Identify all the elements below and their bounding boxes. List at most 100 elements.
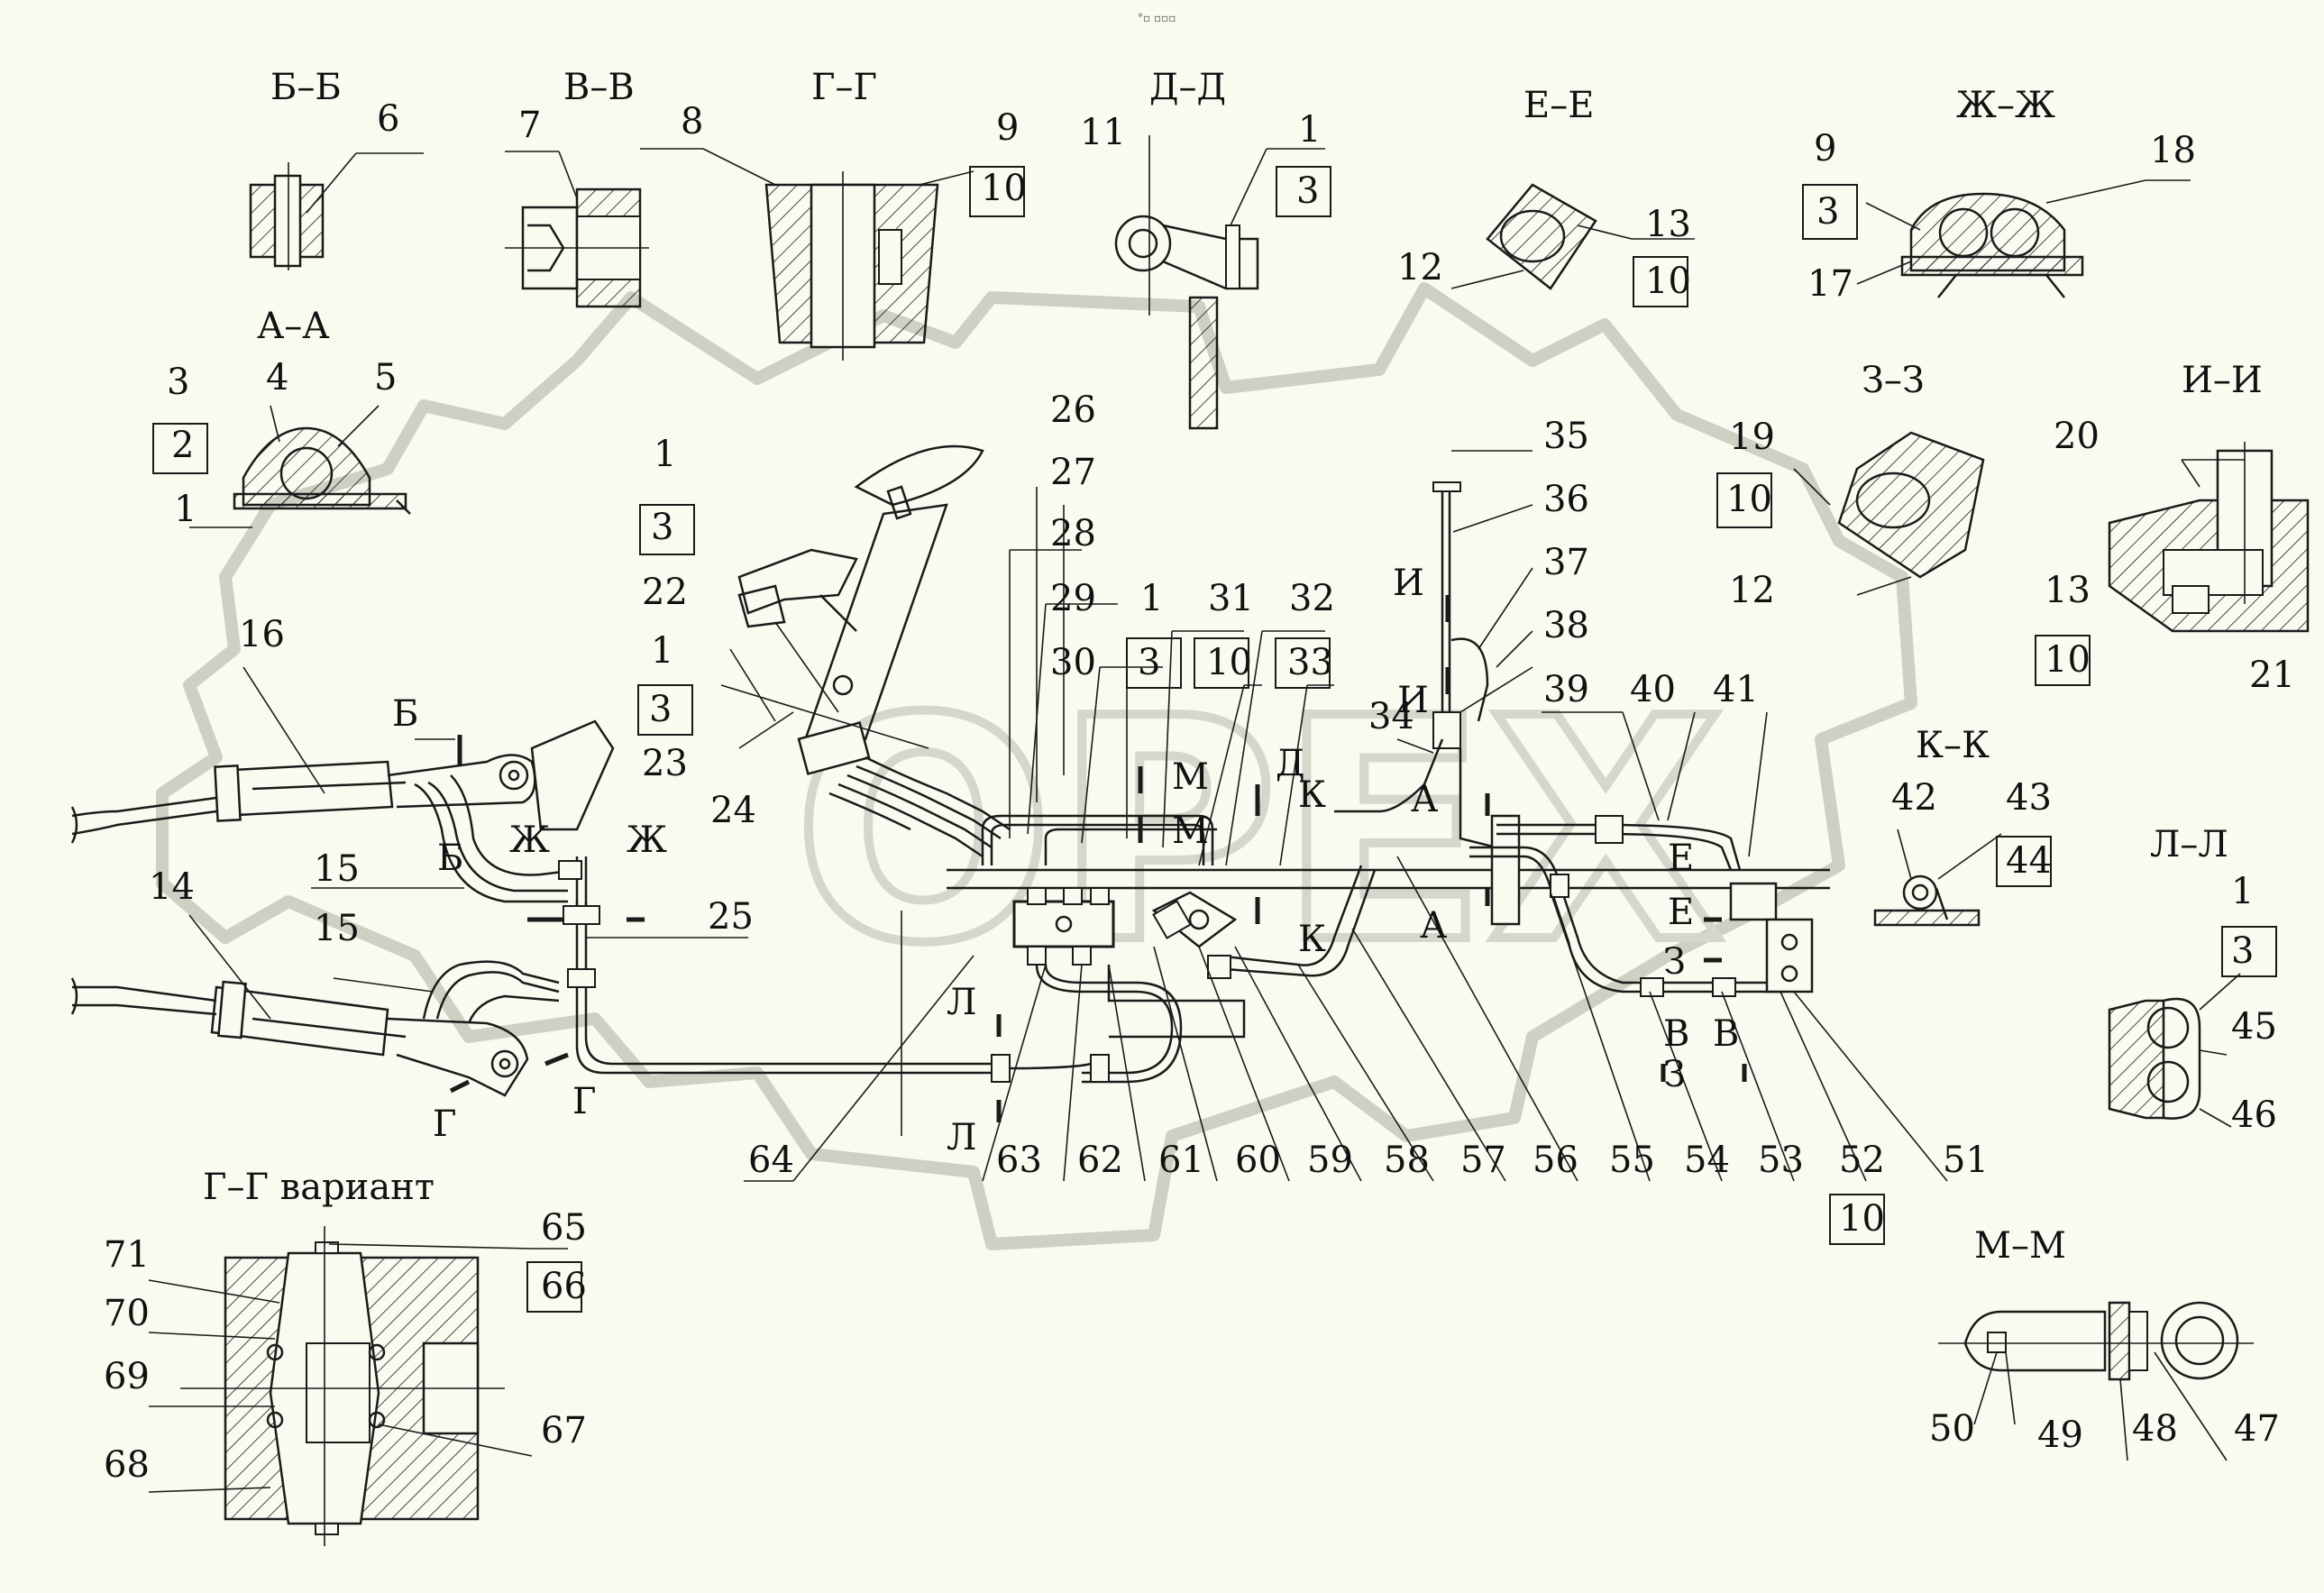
callout-13-ee: 13: [1645, 204, 1691, 245]
callout-6: 6: [377, 98, 399, 140]
cut-letter-g-right: Г: [572, 1081, 596, 1122]
callout-3-col-b: 3: [649, 689, 672, 730]
callout-3-dd: 3: [1296, 170, 1319, 212]
cut-letter-v-right: В: [1713, 1013, 1739, 1055]
callout-20: 20: [2054, 416, 2100, 457]
section-vv-view: [505, 151, 649, 308]
callout-70: 70: [104, 1293, 150, 1334]
callout-38: 38: [1543, 605, 1589, 646]
callout-15-lower: 15: [314, 908, 360, 949]
callout-49: 49: [2037, 1414, 2083, 1456]
callout-29: 29: [1050, 578, 1096, 619]
callout-39: 39: [1543, 669, 1589, 710]
callout-10-ii: 10: [2045, 639, 2091, 681]
section-zhzh-view: [1856, 179, 2191, 298]
section-title-ll: Л–Л: [2150, 824, 2228, 865]
callout-7: 7: [518, 105, 541, 146]
callout-28: 28: [1050, 513, 1096, 554]
section-mm-view: [1938, 1301, 2254, 1461]
section-title-ii: И–И: [2182, 360, 2263, 401]
section-title-dd: Д–Д: [1149, 67, 1226, 108]
callout-3-ll: 3: [2231, 930, 2254, 972]
callout-31: 31: [1208, 578, 1254, 619]
callout-11: 11: [1080, 112, 1126, 153]
callout-52: 52: [1839, 1140, 1885, 1181]
section-kk-view: [1873, 829, 2002, 927]
callout-1-dd: 1: [1298, 109, 1321, 151]
cut-letter-l-top: Л: [947, 982, 976, 1023]
callout-17: 17: [1807, 263, 1853, 305]
cut-letter-z-bottom: З: [1663, 1054, 1686, 1095]
cut-letter-e-bottom: Е: [1668, 892, 1694, 933]
section-title-vv: В–В: [563, 67, 635, 108]
section-ll-view: [2108, 973, 2241, 1128]
section-ii-view: [2108, 442, 2310, 633]
cut-letters: Б Б Ж Ж Г Г Л Л М М Д К К И И А А Е Е З …: [392, 563, 1739, 1158]
cut-letter-m-top: М: [1172, 756, 1209, 798]
callout-35: 35: [1543, 416, 1589, 457]
cut-letter-i-top: И: [1393, 563, 1424, 604]
callout-61: 61: [1158, 1140, 1204, 1181]
callout-1-col-a: 1: [654, 434, 676, 475]
section-cut-lines: [415, 595, 1747, 1122]
callout-62: 62: [1077, 1140, 1123, 1181]
callout-45: 45: [2231, 1006, 2277, 1048]
callout-67: 67: [541, 1410, 587, 1451]
section-title-gg: Г–Г: [811, 67, 877, 108]
callout-46: 46: [2231, 1094, 2277, 1136]
callout-14: 14: [149, 866, 195, 908]
callout-54: 54: [1684, 1140, 1730, 1181]
cut-letter-zh-right: Ж: [627, 819, 667, 861]
section-bb-view: [249, 152, 424, 270]
callout-68: 68: [104, 1444, 150, 1486]
callout-21: 21: [2249, 655, 2295, 696]
section-title-zhzh: Ж–Ж: [1956, 85, 2055, 126]
section-title-bb: Б–Б: [270, 67, 342, 108]
callout-59: 59: [1307, 1140, 1353, 1181]
section-title-aa: А–А: [257, 306, 330, 347]
section-title-zz: З–З: [1862, 360, 1925, 401]
callout-41: 41: [1713, 669, 1759, 710]
callout-boxes: [152, 166, 2277, 1313]
callout-65: 65: [541, 1207, 587, 1249]
callout-12-zz: 12: [1729, 570, 1775, 611]
callout-60: 60: [1235, 1140, 1281, 1181]
top-caption: °▫ ▫▫▫: [1138, 12, 1176, 24]
callout-10-zz: 10: [1726, 479, 1772, 520]
callout-1-main: 1: [1140, 578, 1163, 619]
callout-15-upper: 15: [314, 848, 360, 890]
callout-3-aa: 3: [167, 362, 189, 403]
callout-30: 30: [1050, 642, 1096, 683]
cut-letter-e-top: Е: [1668, 838, 1694, 879]
callout-26: 26: [1050, 389, 1096, 431]
callout-36: 36: [1543, 479, 1589, 520]
cut-letter-g-left: Г: [433, 1103, 456, 1145]
cut-letter-k-top: К: [1298, 774, 1326, 816]
callout-3-main: 3: [1138, 642, 1160, 683]
section-aa-view: [189, 405, 411, 528]
callout-2-aa: 2: [171, 425, 194, 466]
callout-18: 18: [2150, 130, 2196, 171]
callout-23: 23: [642, 743, 688, 784]
callout-12-ee: 12: [1397, 247, 1443, 288]
section-title-kk: К–К: [1916, 725, 1990, 766]
callout-51: 51: [1943, 1140, 1989, 1181]
callout-24: 24: [710, 790, 756, 831]
callout-10-ee: 10: [1645, 261, 1691, 302]
callout-69: 69: [104, 1356, 150, 1397]
callout-8: 8: [681, 101, 703, 142]
callout-22: 22: [642, 572, 688, 613]
callout-32: 32: [1289, 578, 1335, 619]
callout-labels: 6 7 8 9 10 11 1 3 12 13 10 9 3 17 18 3 4…: [104, 98, 2295, 1486]
cut-letter-z-top: З: [1663, 941, 1686, 983]
cut-letter-a-bottom: А: [1420, 905, 1447, 947]
callout-5: 5: [374, 357, 397, 398]
cut-letter-v-left: В: [1663, 1013, 1689, 1055]
section-title-gg-variant: Г–Г вариант: [203, 1167, 435, 1208]
callout-4: 4: [266, 357, 288, 398]
cut-letter-zh-left: Ж: [509, 819, 550, 861]
section-gg-variant-view: [148, 1226, 568, 1546]
section-dd-view: [1114, 135, 1325, 430]
callout-37: 37: [1543, 542, 1589, 583]
